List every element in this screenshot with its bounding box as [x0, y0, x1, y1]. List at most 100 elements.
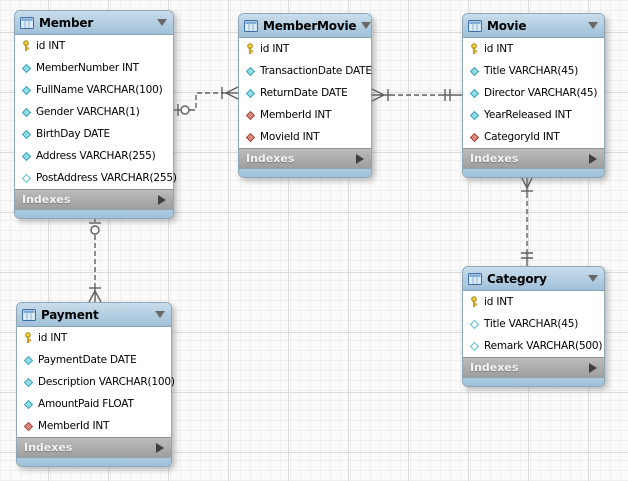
table-header[interactable]: Movie [463, 14, 604, 38]
relationship-category-movie[interactable] [520, 175, 534, 266]
foreign-key-icon [468, 132, 480, 143]
indexes-row[interactable]: Indexes [15, 189, 173, 209]
cardinality-mandatory-one-bars [444, 89, 451, 101]
column-label: Director VARCHAR(45) [484, 87, 598, 99]
table-title: Payment [41, 307, 99, 322]
column-label: id INT [38, 332, 68, 344]
column-label: TransactionDate DATE [260, 65, 372, 77]
column-label: MemberId INT [260, 109, 332, 121]
column-label: AmountPaid FLOAT [38, 398, 134, 410]
column-row[interactable]: PostAddress VARCHAR(255) [15, 167, 177, 189]
relationship-member-membermovie[interactable] [174, 86, 239, 116]
expand-arrow-icon[interactable] [156, 442, 164, 453]
indexes-label: Indexes [470, 361, 519, 374]
collapse-arrow-icon[interactable] [361, 22, 372, 29]
primary-key-icon [20, 40, 32, 52]
column-required-icon [244, 88, 256, 99]
collapse-arrow-icon[interactable] [588, 275, 598, 282]
column-nullable-icon [20, 173, 32, 184]
column-row[interactable]: Remark VARCHAR(500) [463, 335, 604, 357]
expand-arrow-icon[interactable] [589, 362, 597, 373]
cardinality-mandatory-one-bars [521, 252, 533, 259]
table-movie[interactable]: Movie id INT Title VARCHAR(45) Director VA… [462, 13, 605, 178]
column-label: Remark VARCHAR(500) [484, 340, 603, 352]
collapse-arrow-icon[interactable] [157, 19, 167, 26]
column-row[interactable]: MemberNumber INT [15, 57, 173, 79]
column-row[interactable]: id INT [239, 38, 371, 60]
expand-arrow-icon[interactable] [589, 153, 597, 164]
relationship-member-payment[interactable] [88, 217, 102, 303]
expand-arrow-icon[interactable] [356, 153, 364, 164]
column-label: id INT [260, 43, 290, 55]
cardinality-zero-circle [180, 105, 190, 115]
indexes-row[interactable]: Indexes [17, 437, 171, 457]
column-row[interactable]: PaymentDate DATE [17, 349, 171, 371]
foreign-key-icon [244, 132, 256, 143]
table-icon [22, 308, 36, 321]
column-required-icon [468, 88, 480, 99]
column-row[interactable]: Title VARCHAR(45) [463, 313, 604, 335]
relationship-movie-membermovie[interactable] [371, 88, 462, 102]
column-row[interactable]: FullName VARCHAR(100) [15, 79, 173, 101]
cardinality-zero-circle [90, 225, 100, 235]
column-required-icon [468, 110, 480, 121]
table-membermovie[interactable]: MemberMovie id INT TransactionDate DATE Re… [238, 13, 372, 178]
indexes-label: Indexes [24, 441, 73, 454]
column-row[interactable]: id INT [15, 35, 173, 57]
column-list: id INT Title VARCHAR(45) Director VARCHAR(… [463, 38, 604, 148]
column-row[interactable]: Director VARCHAR(45) [463, 82, 604, 104]
table-header[interactable]: MemberMovie [239, 14, 372, 38]
column-row[interactable]: MemberId INT [239, 104, 371, 126]
column-label: id INT [484, 296, 514, 308]
column-label: id INT [484, 43, 514, 55]
crow-foot-many [371, 88, 385, 102]
table-category[interactable]: Category id INT Title VARCHAR(45) Remark V… [462, 266, 605, 387]
column-row[interactable]: ReturnDate DATE [239, 82, 371, 104]
column-label: MemberNumber INT [36, 62, 139, 74]
table-header[interactable]: Member [15, 11, 173, 35]
column-row[interactable]: Title VARCHAR(45) [463, 60, 604, 82]
table-header[interactable]: Payment [17, 303, 171, 327]
primary-key-icon [244, 43, 256, 55]
column-required-icon [20, 85, 32, 96]
column-required-icon [468, 66, 480, 77]
column-row[interactable]: TransactionDate DATE [239, 60, 372, 82]
column-row[interactable]: CategoryId INT [463, 126, 604, 148]
table-footer [463, 377, 604, 386]
crow-foot-many [520, 175, 534, 189]
column-row[interactable]: id INT [463, 291, 604, 313]
primary-key-icon [468, 43, 480, 55]
column-row[interactable]: id INT [17, 327, 171, 349]
indexes-row[interactable]: Indexes [463, 357, 604, 377]
column-row[interactable]: BirthDay DATE [15, 123, 173, 145]
table-header[interactable]: Category [463, 267, 604, 291]
column-row[interactable]: AmountPaid FLOAT [17, 393, 171, 415]
indexes-label: Indexes [246, 152, 295, 165]
column-row[interactable]: Address VARCHAR(255) [15, 145, 173, 167]
column-row[interactable]: MemberId INT [17, 415, 171, 437]
column-label: PostAddress VARCHAR(255) [36, 172, 177, 184]
expand-arrow-icon[interactable] [158, 194, 166, 205]
table-icon [244, 19, 258, 32]
column-row[interactable]: Gender VARCHAR(1) [15, 101, 173, 123]
column-list: id INT MemberNumber INT FullName VARCHAR(1… [15, 35, 177, 189]
indexes-row[interactable]: Indexes [463, 148, 604, 168]
column-label: YearReleased INT [484, 109, 572, 121]
collapse-arrow-icon[interactable] [588, 22, 598, 29]
table-title: Category [487, 271, 547, 286]
indexes-row[interactable]: Indexes [239, 148, 371, 168]
column-row[interactable]: Description VARCHAR(100) [17, 371, 175, 393]
column-row[interactable]: id INT [463, 38, 604, 60]
column-row[interactable]: YearReleased INT [463, 104, 604, 126]
table-title: Member [39, 15, 94, 30]
column-label: MemberId INT [38, 420, 110, 432]
column-row[interactable]: MovieId INT [239, 126, 371, 148]
table-member[interactable]: Member id INT MemberNumber INT FullName VA… [14, 10, 177, 219]
crow-foot-many [225, 86, 239, 100]
primary-key-icon [22, 332, 34, 344]
collapse-arrow-icon[interactable] [155, 311, 165, 318]
table-icon [468, 272, 482, 285]
column-required-icon [20, 129, 32, 140]
